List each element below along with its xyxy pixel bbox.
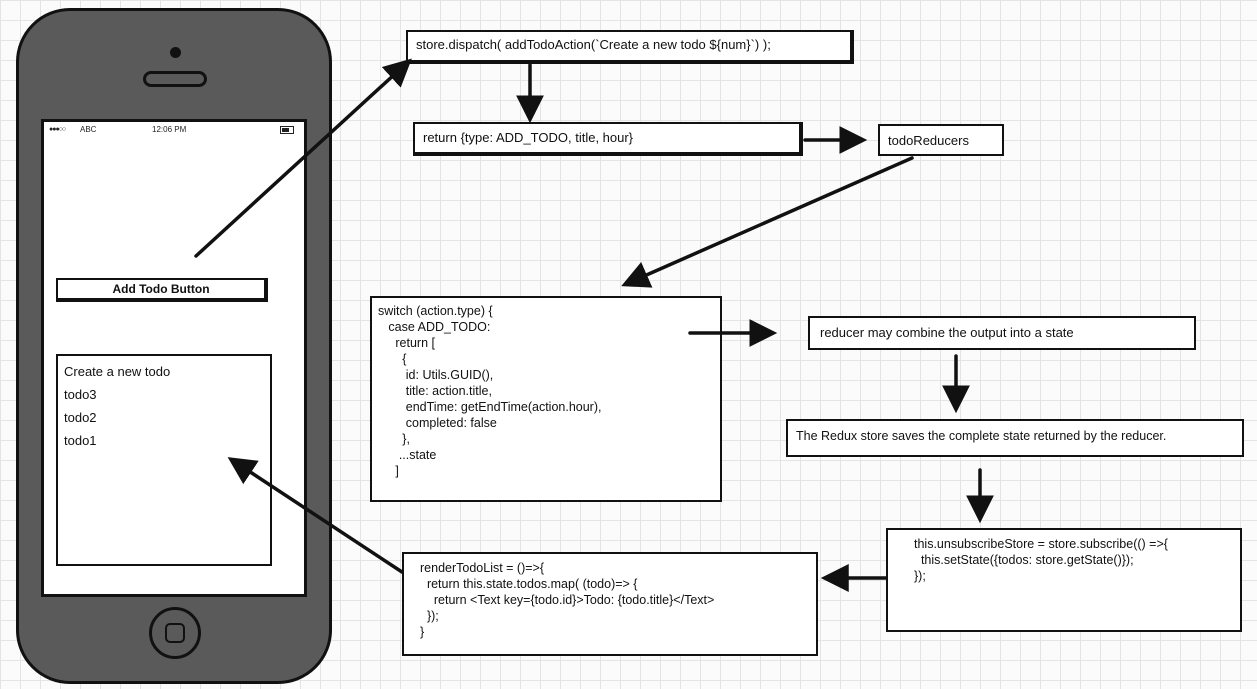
list-item: todo1 — [64, 433, 97, 448]
status-time: 12:06 PM — [152, 125, 187, 134]
code-line: }); — [914, 569, 926, 583]
add-todo-button[interactable]: Add Todo Button — [56, 278, 268, 302]
render-code-box: renderTodoList = ()=>{ return this.state… — [402, 552, 818, 656]
list-item: todo3 — [64, 387, 97, 402]
code-line: return [ — [378, 336, 435, 350]
battery-icon — [280, 126, 294, 134]
code-line: this.unsubscribeStore = store.subscribe(… — [914, 537, 1168, 551]
todo-list: Create a new todo todo3 todo2 todo1 — [56, 354, 272, 566]
redux-store-box: The Redux store saves the complete state… — [786, 419, 1244, 457]
home-button[interactable] — [149, 607, 201, 659]
status-bar: ●●●○○ ABC 12:06 PM — [44, 122, 304, 138]
arrow-reducers-to-switch — [621, 156, 914, 288]
code-line: this.setState({todos: store.getState()})… — [914, 553, 1134, 567]
subscribe-code-box: this.unsubscribeStore = store.subscribe(… — [886, 528, 1242, 632]
dispatch-code-box: store.dispatch( addTodoAction(`Create a … — [406, 30, 854, 64]
code-line: completed: false — [378, 416, 497, 430]
code-line: case ADD_TODO: — [378, 320, 491, 334]
speaker-slot — [143, 71, 207, 87]
code-line: renderTodoList = ()=>{ — [420, 561, 545, 575]
signal-icon: ●●●○○ — [49, 126, 66, 133]
camera-dot — [170, 47, 181, 58]
todo-reducers-box: todoReducers — [878, 124, 1004, 156]
code-line: switch (action.type) { — [378, 304, 493, 318]
code-line: endTime: getEndTime(action.hour), — [378, 400, 602, 414]
code-line: { — [378, 352, 407, 366]
arrow-render-to-list — [227, 457, 404, 574]
code-line: }, — [378, 432, 410, 446]
code-line: id: Utils.GUID(), — [378, 368, 494, 382]
action-return-box: return {type: ADD_TODO, title, hour} — [413, 122, 803, 156]
carrier-name: ABC — [80, 125, 97, 134]
code-line: title: action.title, — [378, 384, 492, 398]
list-item: todo2 — [64, 410, 97, 425]
code-line: }); — [420, 609, 439, 623]
code-line: ...state — [378, 448, 437, 462]
combine-state-box: reducer may combine the output into a st… — [808, 316, 1196, 350]
code-line: } — [420, 625, 425, 639]
code-line: ] — [378, 464, 399, 478]
phone-screen: ●●●○○ ABC 12:06 PM Add Todo Button Creat… — [41, 119, 307, 597]
home-square-icon — [165, 623, 185, 643]
reducer-switch-code-box: switch (action.type) { case ADD_TODO: re… — [370, 296, 722, 502]
code-line: return <Text key={todo.id}>Todo: {todo.t… — [420, 593, 715, 607]
list-item: Create a new todo — [64, 364, 171, 379]
arrow-button-to-dispatch — [194, 58, 412, 258]
code-line: return this.state.todos.map( (todo)=> { — [420, 577, 638, 591]
phone-mockup: ●●●○○ ABC 12:06 PM Add Todo Button Creat… — [16, 8, 332, 684]
